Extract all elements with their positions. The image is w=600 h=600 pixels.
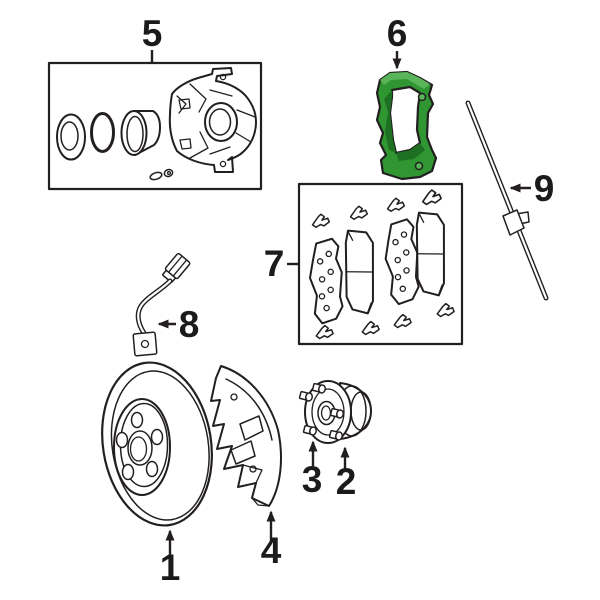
hose-mount-block	[132, 331, 158, 357]
rotor-lug-hole	[130, 411, 144, 429]
rotor-center-hole-inner	[129, 436, 148, 462]
caliper-piston-seal	[56, 113, 86, 161]
callout-8-label[interactable]: 8	[179, 304, 200, 345]
hose-fitting	[162, 252, 191, 283]
rotor-center-hole	[127, 430, 153, 466]
part-splash-shield	[210, 365, 282, 507]
callout-5-label[interactable]: 5	[142, 13, 163, 54]
shield-tab	[230, 440, 256, 465]
bracket-hole-bottom	[414, 161, 424, 171]
rotor-lug-hole	[121, 463, 135, 481]
rod-line-inner	[466, 101, 548, 300]
hub-bolt-circle	[311, 388, 345, 436]
callout-9-label[interactable]: 9	[534, 168, 555, 209]
callout-2-label[interactable]: 2	[336, 461, 357, 502]
caliper-bracket-shade-bottom	[396, 143, 425, 161]
part-caliper-assembly	[47, 61, 263, 191]
rod-clip-block	[502, 209, 525, 236]
callout-3-label[interactable]: 3	[302, 459, 323, 500]
part-hub-bearing	[298, 380, 372, 444]
rotor-lug-hole	[145, 460, 159, 478]
caliper-piston	[120, 110, 161, 156]
part-brake-pad-kit	[297, 182, 464, 346]
caliper-guide-pins	[149, 168, 174, 181]
callout-1-label[interactable]: 1	[160, 547, 181, 588]
shield-inner-arc	[225, 378, 273, 441]
rotor-lug-hole	[150, 428, 164, 446]
caliper-body	[168, 67, 257, 173]
part-sensor-rod	[465, 100, 549, 301]
shield-tab	[239, 415, 264, 441]
hose-tube-inner	[137, 279, 172, 335]
part-brake-hose	[132, 252, 191, 357]
caliper-bracket-shade-left	[384, 90, 396, 153]
shield-notch	[251, 497, 270, 507]
callout-4-label[interactable]: 4	[261, 530, 282, 571]
callout-6-label[interactable]: 6	[387, 13, 408, 54]
callout-7-label[interactable]: 7	[264, 243, 285, 284]
rotor-lug-hole	[115, 431, 129, 449]
part-caliper-bracket-highlighted[interactable]	[375, 70, 438, 181]
part-brake-rotor	[101, 361, 213, 527]
caliper-bracket-top-face	[380, 72, 430, 89]
bracket-hole-top	[417, 92, 427, 102]
shield-fold-line	[242, 464, 263, 484]
caliper-dust-boot	[90, 112, 115, 153]
